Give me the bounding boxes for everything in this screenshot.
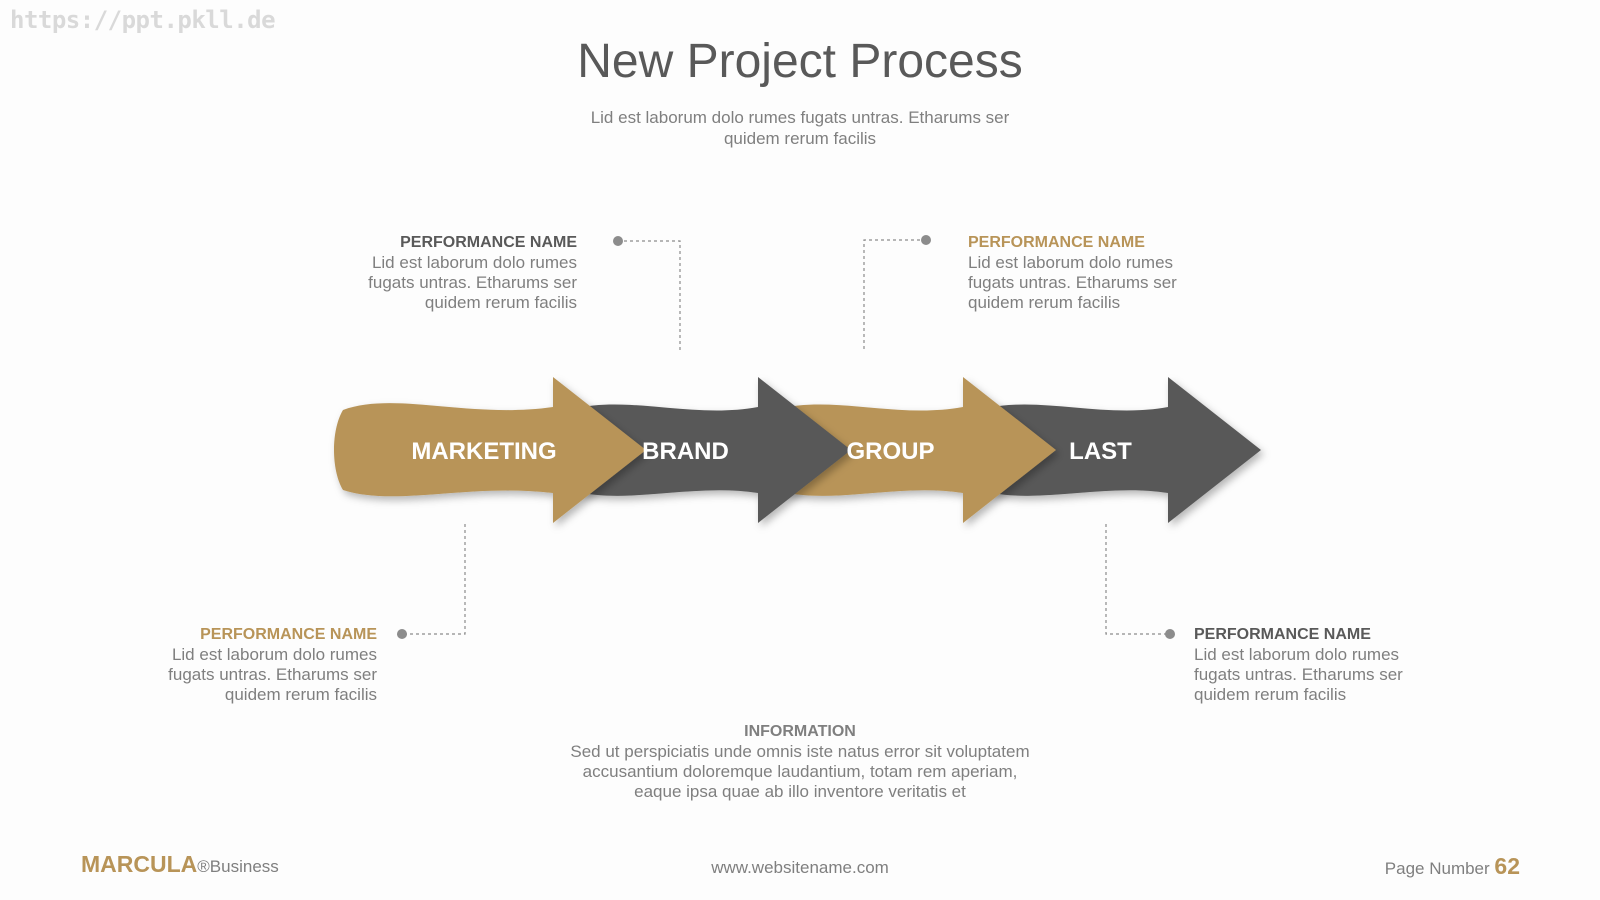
connector-line-bottom-left [402, 524, 466, 635]
process-arrows [334, 377, 1261, 523]
information-heading: INFORMATION [744, 723, 856, 740]
connector-line-top-left [618, 240, 681, 352]
page-number-value: 62 [1494, 853, 1520, 879]
process-arrow-label: MARKETING [411, 438, 556, 465]
process-arrow-marketing [334, 377, 646, 523]
page-title: New Project Process [577, 35, 1023, 88]
connector-dots [397, 235, 1175, 639]
process-arrow-labels: MARKETING BRAND GROUP LAST [411, 438, 1132, 465]
process-arrow-label: GROUP [846, 438, 934, 465]
footer-brand: MARCULA®Business [81, 851, 279, 878]
connector-dot-top-right [921, 235, 931, 245]
callout-top-left: PERFORMANCE NAME Lid est laborum dolo ru… [327, 233, 577, 313]
callout-heading: PERFORMANCE NAME [400, 234, 577, 251]
footer-page-number: Page Number 62 [1385, 853, 1520, 880]
page-subtitle: Lid est laborum dolo rumes fugats untras… [590, 108, 1010, 148]
connector-lines [402, 239, 1170, 635]
callout-body: Lid est laborum dolo rumes fugats untras… [368, 253, 577, 312]
process-arrow-group [778, 377, 1056, 523]
process-arrow-label: LAST [1069, 438, 1132, 465]
connector-line-top-right [863, 239, 926, 352]
callout-body: Lid est laborum dolo rumes fugats untras… [968, 253, 1177, 312]
callout-heading: PERFORMANCE NAME [968, 234, 1145, 251]
process-arrow-brand [573, 377, 851, 523]
callout-bottom-right: PERFORMANCE NAME Lid est laborum dolo ru… [1194, 625, 1444, 705]
connector-line-bottom-right [1105, 524, 1170, 635]
callout-top-right: PERFORMANCE NAME Lid est laborum dolo ru… [968, 233, 1218, 313]
page-number-label: Page Number [1384, 859, 1490, 878]
brand-suffix: ®Business [197, 857, 279, 876]
callout-body: Lid est laborum dolo rumes fugats untras… [168, 645, 377, 704]
process-arrow-label: BRAND [642, 438, 729, 465]
connector-dot-bottom-left [397, 629, 407, 639]
callout-body: Lid est laborum dolo rumes fugats untras… [1194, 645, 1403, 704]
process-arrow-last [983, 377, 1261, 523]
callout-bottom-left: PERFORMANCE NAME Lid est laborum dolo ru… [127, 625, 377, 705]
connector-dot-top-left [613, 236, 623, 246]
brand-name: MARCULA [81, 851, 198, 877]
information-block: INFORMATION Sed ut perspiciatis unde omn… [560, 722, 1040, 802]
information-body: Sed ut perspiciatis unde omnis iste natu… [570, 742, 1030, 801]
footer-url: www.websitename.com [711, 858, 889, 877]
connector-dot-bottom-right [1165, 629, 1175, 639]
callout-heading: PERFORMANCE NAME [1194, 626, 1371, 643]
callout-heading: PERFORMANCE NAME [200, 626, 377, 643]
watermark: https://ppt.pkll.de [10, 6, 276, 34]
